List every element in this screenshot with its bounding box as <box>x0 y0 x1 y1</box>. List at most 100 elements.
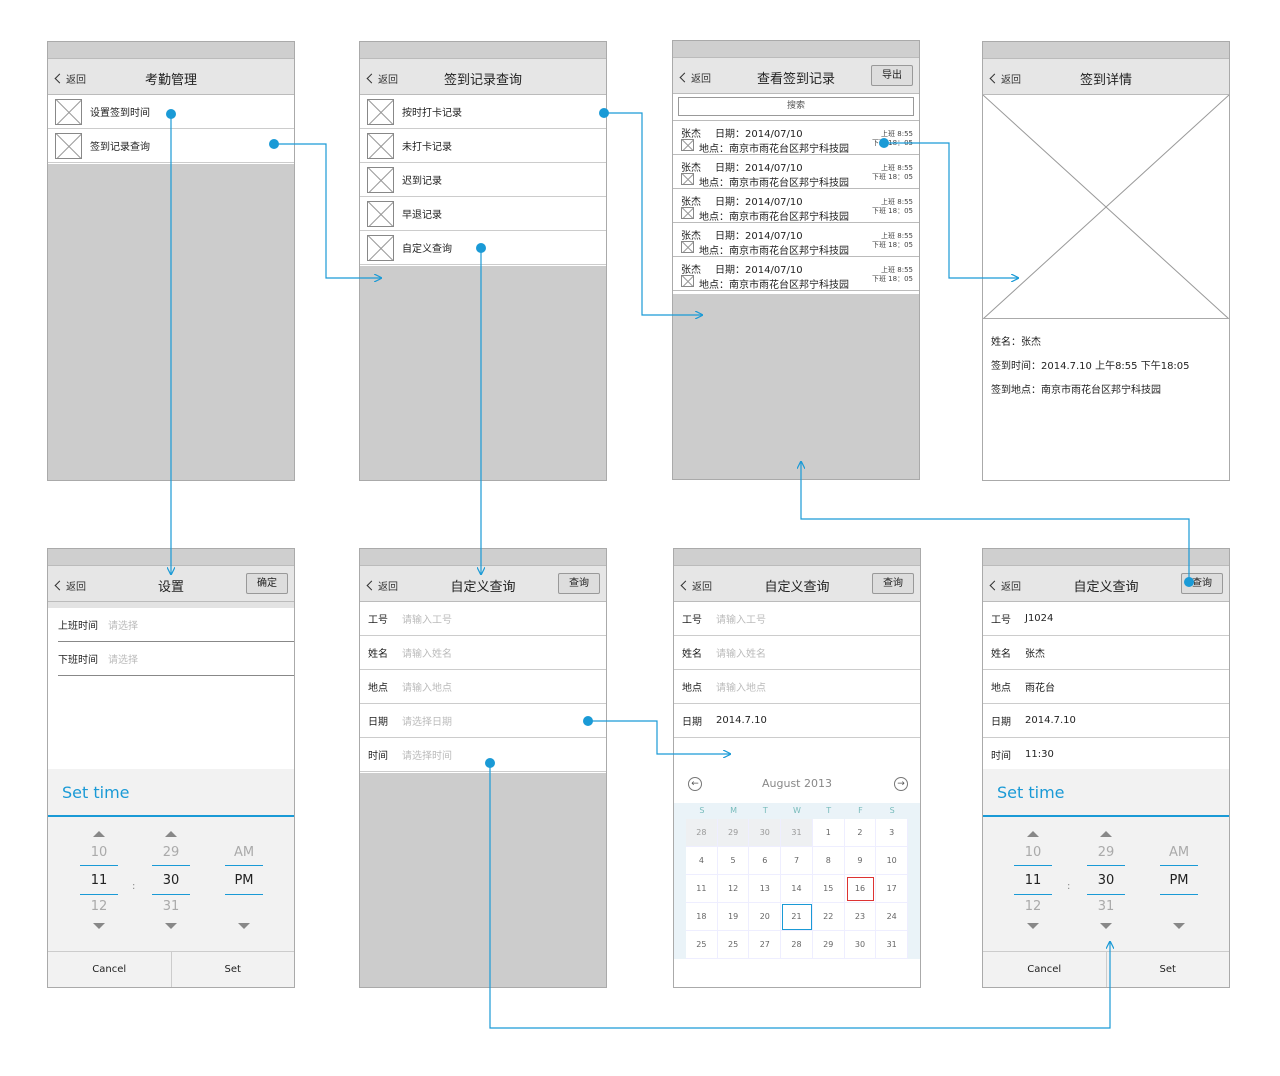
calendar-day[interactable]: 2 <box>844 819 877 847</box>
cancel-button[interactable]: Cancel <box>48 952 172 987</box>
menu-item-label: 迟到记录 <box>402 176 442 187</box>
calendar-day[interactable]: 4 <box>686 847 718 875</box>
connector-dot <box>166 109 176 119</box>
back-button[interactable]: 返回 <box>991 578 1021 593</box>
screen-attendance-management: 返回 考勤管理 设置签到时间 签到记录查询 <box>47 41 295 481</box>
calendar-day[interactable]: 28 <box>686 819 718 847</box>
employee-id-field[interactable]: 工号请输入工号 <box>674 602 920 636</box>
back-button[interactable]: 返回 <box>368 71 398 86</box>
arrow-up-icon[interactable] <box>165 831 177 837</box>
calendar-day[interactable]: 30 <box>844 931 877 959</box>
calendar-day[interactable]: 19 <box>717 903 750 931</box>
ampm-column[interactable]: AM PM <box>1160 831 1198 929</box>
query-button[interactable]: 查询 <box>558 573 600 594</box>
field-placeholder: 请输入地点 <box>402 683 452 694</box>
back-button[interactable]: 返回 <box>368 578 398 593</box>
calendar-day[interactable]: 1 <box>812 819 845 847</box>
calendar-day[interactable]: 3 <box>876 819 909 847</box>
hour-column[interactable]: 10 11 12 <box>80 831 118 929</box>
back-button[interactable]: 返回 <box>56 71 86 86</box>
query-button[interactable]: 查询 <box>872 573 914 594</box>
location-field[interactable]: 地点雨花台 <box>983 670 1229 704</box>
calendar-day[interactable]: 24 <box>876 903 909 931</box>
calendar-day[interactable]: 13 <box>749 875 782 903</box>
location-field[interactable]: 地点请输入地点 <box>674 670 920 704</box>
menu-item-label: 自定义查询 <box>402 244 452 255</box>
hour-column[interactable]: 10 11 12 <box>1014 831 1052 929</box>
calendar-day[interactable]: 31 <box>781 819 813 847</box>
arrow-down-icon[interactable] <box>1173 923 1185 929</box>
menu-item-early-leave[interactable]: 早退记录 <box>360 197 606 231</box>
ampm-column[interactable]: AM PM <box>225 831 263 929</box>
calendar-day[interactable]: 17 <box>876 875 909 903</box>
calendar-day[interactable]: 30 <box>749 819 782 847</box>
arrow-up-icon[interactable] <box>1027 831 1039 837</box>
end-time-field[interactable]: 下班时间 请选择 <box>58 642 294 676</box>
menu-item-late[interactable]: 迟到记录 <box>360 163 606 197</box>
calendar-day[interactable]: 16 <box>844 875 877 903</box>
calendar-day[interactable]: 31 <box>876 931 909 959</box>
calendar-day[interactable]: 14 <box>781 875 813 903</box>
calendar-day[interactable]: 5 <box>717 847 750 875</box>
confirm-button[interactable]: 确定 <box>246 573 288 594</box>
calendar-day[interactable]: 25 <box>717 931 750 959</box>
calendar-day[interactable]: 29 <box>717 819 750 847</box>
date-field[interactable]: 日期请选择日期 <box>360 704 606 738</box>
calendar-day[interactable]: 29 <box>812 931 845 959</box>
back-button[interactable]: 返回 <box>991 71 1021 86</box>
calendar-day[interactable]: 10 <box>876 847 909 875</box>
minute-column[interactable]: 29 30 31 <box>1087 831 1125 929</box>
arrow-down-icon[interactable] <box>165 923 177 929</box>
calendar-day[interactable]: 20 <box>749 903 782 931</box>
cancel-button[interactable]: Cancel <box>983 952 1107 987</box>
calendar-day[interactable]: 8 <box>812 847 845 875</box>
menu-item-record-query[interactable]: 签到记录查询 <box>48 129 294 163</box>
menu-item-missed[interactable]: 未打卡记录 <box>360 129 606 163</box>
start-time-field[interactable]: 上班时间 请选择 <box>58 608 294 642</box>
arrow-down-icon[interactable] <box>93 923 105 929</box>
arrow-right-icon[interactable]: → <box>894 777 908 791</box>
arrow-down-icon[interactable] <box>1100 923 1112 929</box>
calendar-day[interactable]: 9 <box>844 847 877 875</box>
calendar-day[interactable]: 28 <box>781 931 813 959</box>
employee-id-field[interactable]: 工号请输入工号 <box>360 602 606 636</box>
name-field[interactable]: 姓名请输入姓名 <box>360 636 606 670</box>
search-input[interactable]: 搜索 <box>678 97 914 116</box>
time-field[interactable]: 时间请选择时间 <box>360 738 606 772</box>
arrow-up-icon[interactable] <box>93 831 105 837</box>
calendar-day[interactable]: 12 <box>717 875 750 903</box>
calendar-day[interactable]: 6 <box>749 847 782 875</box>
back-button[interactable]: 返回 <box>682 578 712 593</box>
arrow-up-icon[interactable] <box>1100 831 1112 837</box>
set-button[interactable]: Set <box>1159 964 1176 975</box>
calendar-day[interactable]: 11 <box>686 875 718 903</box>
menu-item-on-time[interactable]: 按时打卡记录 <box>360 95 606 129</box>
calendar-day[interactable]: 15 <box>812 875 845 903</box>
arrow-down-icon[interactable] <box>1027 923 1039 929</box>
location-field[interactable]: 地点请输入地点 <box>360 670 606 704</box>
name-field[interactable]: 姓名请输入姓名 <box>674 636 920 670</box>
minute-column[interactable]: 29 30 31 <box>152 831 190 929</box>
calendar-day[interactable]: 25 <box>686 931 718 959</box>
calendar-day[interactable]: 7 <box>781 847 813 875</box>
calendar-day[interactable]: 22 <box>812 903 845 931</box>
name-field[interactable]: 姓名张杰 <box>983 636 1229 670</box>
set-button[interactable]: Set <box>224 964 241 975</box>
back-button[interactable]: 返回 <box>56 578 86 593</box>
back-button[interactable]: 返回 <box>681 70 711 85</box>
calendar-day[interactable]: 23 <box>844 903 877 931</box>
arrow-down-icon[interactable] <box>238 923 250 929</box>
calendar-day[interactable]: 21 <box>781 903 813 931</box>
calendar-day[interactable]: 18 <box>686 903 718 931</box>
export-button[interactable]: 导出 <box>871 65 913 86</box>
arrow-left-icon[interactable]: ← <box>688 777 702 791</box>
calendar-day[interactable]: 27 <box>749 931 782 959</box>
